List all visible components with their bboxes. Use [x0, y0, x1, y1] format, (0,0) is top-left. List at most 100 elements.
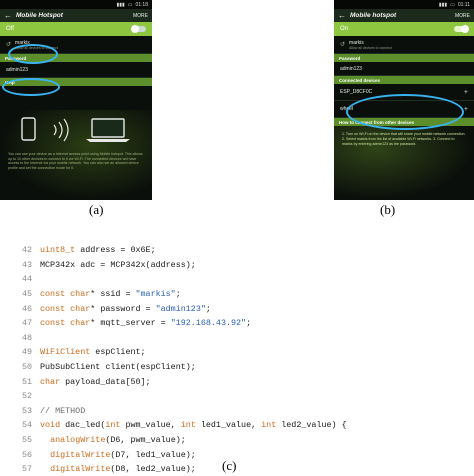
hotspot-toggle-row[interactable]: On	[334, 22, 474, 36]
back-arrow-icon[interactable]: ←	[338, 10, 346, 20]
help-text: You can use your device as a Internet ac…	[8, 152, 143, 170]
wifi-waves-icon	[53, 118, 69, 142]
line-number: 46	[21, 303, 32, 314]
line-number: 50	[21, 362, 32, 373]
status-time: 01:11	[457, 1, 470, 8]
line-number: 49	[21, 347, 32, 358]
code-token: "192.168.43.92"	[170, 318, 247, 329]
code-line: 48	[10, 331, 450, 346]
hotspot-screen-on: ▮▮▮ ▭ 01:11 ← Mobile hotspot MORE On ↺ m…	[334, 0, 474, 200]
code-token: (D7, led1_value);	[110, 449, 196, 460]
network-name: markis	[349, 39, 364, 46]
password-row[interactable]: admin123	[0, 62, 152, 78]
hotspot-icon: ↺	[340, 42, 346, 48]
hotspot-screen-off: ▮▮▮ ▭ 01:18 ← Mobile Hotspot MORE Off ↺ …	[0, 0, 152, 200]
toggle-state-label: On	[340, 26, 349, 32]
password-row[interactable]: admin123	[334, 62, 474, 76]
back-arrow-icon[interactable]: ←	[4, 10, 12, 20]
code-token: const char	[40, 318, 91, 329]
password-value: admin123	[340, 65, 362, 72]
line-number: 42	[21, 245, 32, 256]
status-bar: ▮▮▮ ▭ 01:18	[0, 0, 152, 9]
code-token: "markis"	[135, 289, 176, 300]
screen-title: Mobile hotspot	[350, 12, 397, 19]
line-number: 51	[21, 376, 32, 387]
screen-title: Mobile Hotspot	[16, 12, 63, 19]
background-glow	[334, 126, 474, 200]
line-number: 52	[21, 391, 32, 402]
code-token: const char	[40, 303, 91, 314]
line-number: 45	[21, 289, 32, 300]
add-device-icon[interactable]: +	[463, 105, 468, 113]
code-token: analogWrite	[50, 435, 106, 446]
hotspot-toggle-row[interactable]: Off	[0, 22, 152, 36]
code-line: 52	[10, 389, 450, 404]
highlight-password	[2, 78, 60, 96]
signal-icon: ▮▮▮	[116, 1, 125, 8]
code-line: 44	[10, 272, 450, 287]
line-number: 53	[21, 405, 32, 416]
code-token: int	[180, 420, 196, 431]
battery-icon: ▭	[450, 1, 455, 8]
line-number: 44	[21, 274, 32, 285]
code-line: 56 digitalWrite(D7, led1_value);	[10, 447, 450, 462]
code-token: int	[261, 420, 277, 431]
code-token: int	[105, 420, 121, 431]
code-token: (D6, pwm_value);	[105, 435, 186, 446]
line-number: 54	[21, 420, 32, 431]
code-line: 50 PubSubClient client(espClient);	[10, 360, 450, 375]
code-token: digitalWrite	[50, 464, 111, 475]
code-token: * mqtt_server =	[90, 318, 171, 329]
line-number: 48	[21, 332, 32, 343]
hotspot-switch[interactable]	[454, 25, 469, 33]
code-token: address = 0x6E;	[75, 245, 156, 256]
caption-c: (c)	[222, 458, 237, 473]
network-name-row[interactable]: ↺ markis Allow all devices to connect	[334, 36, 474, 54]
network-name-subtitle: Allow all devices to connect	[349, 45, 392, 50]
network-name: markis	[15, 39, 30, 46]
more-menu-button[interactable]: MORE	[133, 12, 148, 19]
code-token: ;	[205, 303, 211, 314]
laptop-icon	[91, 118, 125, 138]
more-menu-button[interactable]: MORE	[455, 12, 470, 19]
background-glow	[0, 110, 152, 200]
code-token: pwm_value,	[120, 420, 181, 431]
phone-to-laptop-illustration	[21, 117, 130, 142]
code-line: 57 digitalWrite(D8, led2_value);	[10, 462, 450, 476]
password-value: admin123	[6, 66, 28, 73]
code-token: MCP342x adc = MCP342x(address);	[40, 259, 196, 270]
connect-steps-text: 1. Turn on Wi-Fi on the device that will…	[342, 132, 466, 146]
hotspot-switch[interactable]	[131, 25, 146, 33]
section-password: Password	[334, 54, 474, 62]
line-number: 56	[21, 449, 32, 460]
status-bar: ▮▮▮ ▭ 01:11	[334, 0, 474, 9]
line-number: 47	[21, 318, 32, 329]
add-device-icon[interactable]: +	[463, 88, 468, 96]
code-token: char	[40, 376, 61, 387]
code-token: (D8, led2_value);	[110, 464, 196, 475]
code-token: led2_value) {	[276, 420, 347, 431]
code-line: 53// METHOD	[10, 404, 450, 419]
code-token	[40, 464, 50, 474]
code-token: led1_value,	[195, 420, 262, 431]
status-time: 01:18	[135, 1, 148, 8]
code-token: * password =	[90, 303, 156, 314]
line-number: 43	[21, 259, 32, 270]
code-listing: 42 uint8_t address = 0x6E; 43 MCP342x adc =…	[10, 243, 450, 476]
section-connected-devices: Connected devices	[334, 76, 474, 84]
signal-icon: ▮▮▮	[438, 1, 448, 8]
code-token: dac_led(	[60, 420, 106, 431]
highlight-ssid	[8, 44, 58, 64]
line-number: 57	[21, 464, 32, 475]
code-token: uint8_t	[40, 245, 76, 256]
code-token: PubSubClient client(espClient);	[40, 362, 196, 373]
code-token: const char	[40, 289, 91, 300]
code-token: "admin123"	[155, 303, 206, 314]
code-line: 47 const char* mqtt_server = "192.168.43.…	[10, 316, 450, 331]
highlight-connected-devices	[346, 94, 464, 130]
hotspot-icon: ↺	[6, 42, 12, 48]
code-token: ;	[175, 289, 181, 300]
